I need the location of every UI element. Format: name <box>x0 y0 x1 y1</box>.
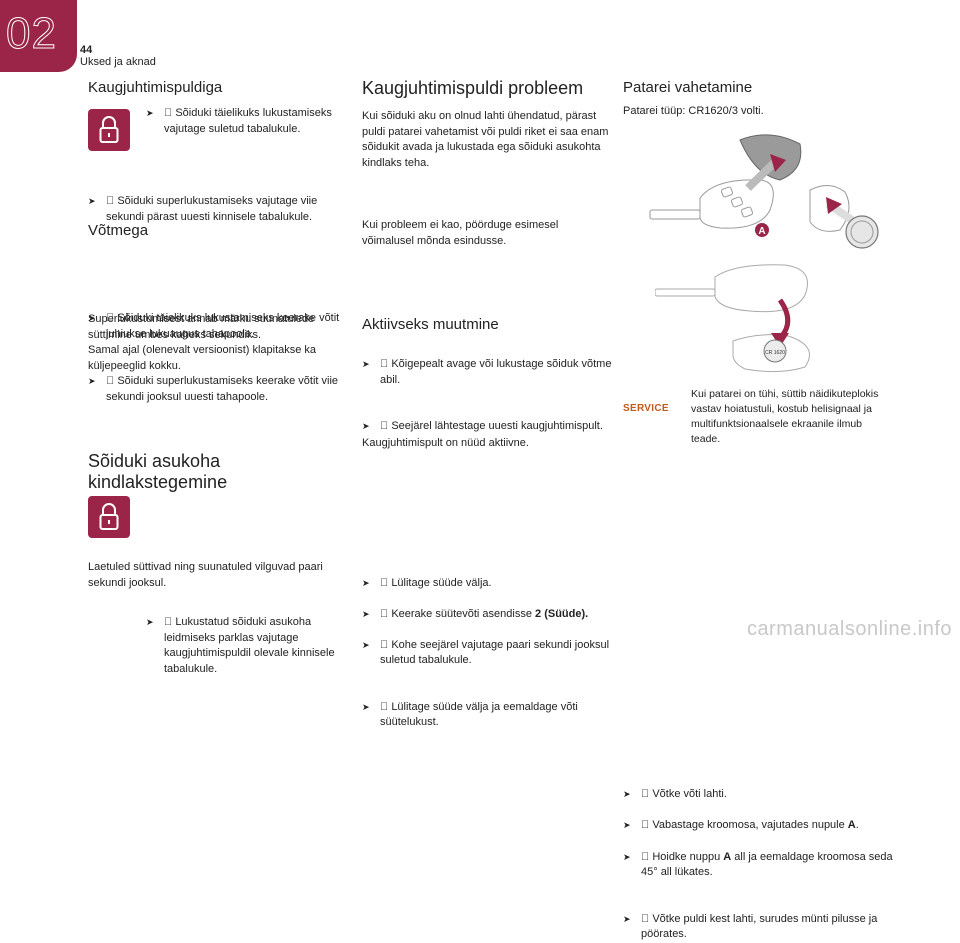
key-blade <box>649 209 701 220</box>
label-a-marker <box>755 223 769 237</box>
chapter-number: 02 <box>6 9 57 58</box>
key-cover-diagram: A <box>649 134 879 249</box>
service-icon: SERVICE <box>623 403 669 414</box>
key-body-top <box>714 264 808 313</box>
bullet-marker: ➤ <box>362 577 370 588</box>
activate-bullet-2-text: Keerake süütevõti asendisse <box>391 608 536 620</box>
problem-bullet-2-text: Seejärel lähtestage uuesti kaugjuhtimisp… <box>391 420 603 432</box>
battery-step-1-text: Võtke võti lahti. <box>652 787 727 800</box>
activate-paragraph: Kaugjuhtimispult on nüüd aktiivne. <box>362 437 529 449</box>
remote-bullet-1: ➤ Sõiduki täielikuks lukustamiseks vajuta… <box>146 106 360 137</box>
battery-step-2-suffix: . <box>855 819 859 831</box>
activate-bullet-3: ➤ Kohe seejärel vajutage paari sekundi jo… <box>362 638 610 669</box>
lock-icon <box>88 109 130 151</box>
problem-paragraph-2: Kui probleem ei kao, pöörduge esimesel v… <box>362 219 559 247</box>
key-paragraph-1: Superlukustumisest annab märku suunatule… <box>88 313 315 341</box>
battery-step-3-bold: A <box>723 850 732 863</box>
watermark: carmanualsonline.info <box>746 618 952 640</box>
battery-type: Patarei tüüp: CR1620/3 volti. <box>623 105 764 117</box>
chapter-tab <box>0 0 77 72</box>
bullet-marker: ➤ <box>146 617 154 627</box>
arrow-remove-cover <box>745 159 778 191</box>
battery-step-1: ➤ Võtke võti lahti. <box>623 787 901 803</box>
problem-heading: Kaugjuhtimispuldi probleem <box>362 78 584 98</box>
bullet-marker: ➤ <box>623 851 631 862</box>
remote-bullet-1-text: Sõiduki täielikuks lukustamiseks vajutag… <box>164 107 332 135</box>
activate-bullet-1: ➤ Lülitage süüde välja. <box>362 576 630 592</box>
battery-step-3-text: Hoidke nuppu <box>652 850 724 863</box>
battery-step-3: ➤Hoidke nuppu A all ja eemaldage kroomos… <box>623 850 911 881</box>
bullet-marker: ➤ <box>362 701 370 712</box>
locate-bullet-text: Lukustatud sõiduki asukoha leidmiseks pa… <box>164 616 335 675</box>
activate-bullet-4-text: Lülitage süüde välja ja eemaldage võti s… <box>380 700 578 729</box>
battery-step-2-text: Vabastage kroomosa, vajutades nupule <box>652 819 848 831</box>
locate-heading: Sõiduki asukoha kindlakstegemine <box>88 451 227 493</box>
battery-step-4-text: Võtke puldi kest lahti, surudes münti pi… <box>641 912 878 941</box>
activate-heading: Aktiivseks muutmine <box>362 316 499 333</box>
key-bullet-1-text: Sõiduki täielikuks lukustamiseks keerake… <box>106 312 340 340</box>
key-paragraph-2: Samal ajal (olenevalt versioonist) klapi… <box>88 344 317 372</box>
locate-heading-line-1: Sõiduki asukoha <box>88 451 221 471</box>
section-title: Uksed ja aknad <box>80 56 156 68</box>
bullet-marker: ➤ <box>88 313 96 323</box>
battery-step-2: ➤ Vabastage kroomosa, vajutades nupule A. <box>623 818 911 834</box>
key-blade <box>655 288 716 297</box>
key-bullet-1: ➤ Sõiduki täielikuks lukustamiseks keerak… <box>88 311 356 342</box>
bullet-marker: ➤ <box>362 359 370 369</box>
arrow-head <box>770 154 786 172</box>
key-bullet-2-text: Sõiduki superlukustamiseks keerake võtit… <box>106 375 339 403</box>
key-bullet-2: ➤ Sõiduki superlukustamiseks keerake võti… <box>88 374 356 405</box>
bullet-marker: ➤ <box>623 788 631 799</box>
activate-bullet-2: ➤ Keerake süütevõti asendisse 2 (Süüde). <box>362 607 630 623</box>
remote-bullet-2-text: Sõiduki superlukustamiseks vajutage viie… <box>106 195 318 223</box>
problem-bullet-1-text: Kõigepealt avage või lukustage sõiduk võ… <box>380 358 612 386</box>
arrow-press-button <box>826 197 842 214</box>
bullet-marker: ➤ <box>146 108 154 118</box>
key-body-open <box>732 334 810 373</box>
bullet-marker: ➤ <box>623 820 631 830</box>
key-body <box>699 179 774 229</box>
key-heading: Võtmega <box>88 222 149 239</box>
lock-icon <box>88 496 130 538</box>
activate-bullet-1-text: Lülitage süüde välja. <box>391 576 492 589</box>
chrome-cover <box>739 134 802 181</box>
problem-bullet-1: ➤ Kõigepealt avage või lukustage sõiduk v… <box>362 357 630 388</box>
bullet-marker: ➤ <box>88 196 96 206</box>
activate-bullet-2-bold: 2 (Süüde). <box>535 608 589 620</box>
remote-bullet-2: ➤ Sõiduki superlukustamiseks vajutage vii… <box>88 194 356 225</box>
locate-bullet: ➤ Lukustatud sõiduki asukoha leidmiseks p… <box>146 615 344 677</box>
bullet-marker: ➤ <box>362 609 370 619</box>
problem-bullet-2: ➤ Seejärel lähtestage uuesti kaugjuhtimis… <box>362 419 635 435</box>
locate-heading-line-2: kindlakstegemine <box>88 472 228 492</box>
battery-coin <box>763 339 787 363</box>
bullet-marker: ➤ <box>362 639 370 650</box>
locate-paragraph: Laetuled süttivad ning suunatuled vilguv… <box>88 561 323 589</box>
battery-step-4: ➤ Võtke puldi kest lahti, surudes münti p… <box>623 912 911 943</box>
page-number: 44 <box>80 44 93 56</box>
bullet-marker: ➤ <box>88 376 96 386</box>
remote-heading: Kaugjuhtimispuldiga <box>88 79 223 96</box>
bullet-marker: ➤ <box>362 421 370 431</box>
arrow-open <box>777 298 791 339</box>
bullet-marker: ➤ <box>623 913 631 924</box>
label-a: A <box>758 226 765 237</box>
activate-bullet-4: ➤ Lülitage süüde välja ja eemaldage võti … <box>362 700 610 731</box>
battery-step-2-bold: A <box>847 819 856 831</box>
open-shell-diagram: CR 1620 <box>655 264 810 373</box>
service-text: Kui patarei on tühi, süttib näidikuteplo… <box>691 388 879 445</box>
activate-bullet-3-text: Kohe seejärel vajutage paari sekundi joo… <box>380 638 610 667</box>
problem-paragraph: Kui sõiduki aku on olnud lahti ühendatud… <box>362 110 609 169</box>
battery-heading: Patarei vahetamine <box>623 79 753 96</box>
coin-label: CR 1620 <box>765 350 785 356</box>
